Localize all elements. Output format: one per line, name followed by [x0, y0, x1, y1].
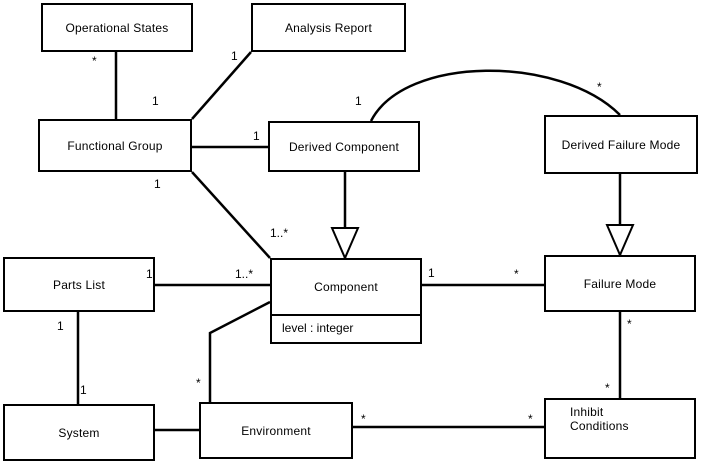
class-box-operational-states[interactable]: Operational States — [41, 3, 193, 52]
class-box-analysis-report[interactable]: Analysis Report — [251, 3, 406, 52]
class-name-analysis-report: Analysis Report — [284, 20, 373, 35]
class-box-functional-group[interactable]: Functional Group — [38, 119, 192, 172]
class-name-derived-failure-mode: Derived Failure Mode — [561, 137, 681, 152]
multiplicity-m-partslist-comp-r: 1..* — [235, 267, 254, 281]
multiplicity-m-comp-fm-left: 1 — [428, 266, 435, 280]
generalization-triangle-derived-failure-mode--failure-mode — [605, 224, 635, 258]
multiplicity-m-report-fg-top: 1 — [231, 49, 238, 63]
multiplicity-m-env-ic-left: * — [361, 412, 366, 426]
multiplicity-m-report-fg-bottom: 1 — [152, 94, 159, 108]
edge-derived-component--derived-failure-mode — [369, 69, 621, 122]
class-name-component: Component — [314, 280, 378, 294]
edge-functional-group--component — [191, 171, 271, 259]
edge-component--environment — [208, 300, 271, 402]
class-box-derived-component[interactable]: Derived Component — [268, 121, 420, 172]
class-box-system[interactable]: System — [3, 404, 155, 461]
multiplicity-m-fm-ic-bottom: * — [605, 381, 610, 395]
multiplicity-m-partslist-comp-l: 1 — [146, 267, 153, 281]
multiplicity-m-partslist-sys-top: 1 — [57, 319, 64, 333]
class-name-derived-component: Derived Component — [288, 139, 400, 154]
multiplicity-m-comp-fm-right: * — [514, 267, 519, 281]
class-box-environment[interactable]: Environment — [199, 402, 353, 459]
multiplicity-m-fg-comp-top: 1 — [154, 177, 161, 191]
multiplicity-m-dfm-curve-right: * — [597, 80, 602, 94]
class-name-parts-list: Parts List — [52, 277, 105, 292]
class-name-operational-states: Operational States — [65, 20, 169, 35]
class-box-component[interactable]: Component level : integer — [270, 258, 422, 344]
class-box-derived-failure-mode[interactable]: Derived Failure Mode — [544, 115, 698, 174]
class-box-inhibit-conditions[interactable]: Inhibit Conditions — [544, 398, 696, 459]
multiplicity-m-dc-curve-left: 1 — [355, 94, 362, 108]
class-box-parts-list[interactable]: Parts List — [3, 257, 155, 312]
class-box-failure-mode[interactable]: Failure Mode — [544, 255, 696, 312]
multiplicity-m-fg-comp-bottom: 1..* — [270, 226, 289, 240]
edge-analysis-report--functional-group — [191, 51, 252, 120]
multiplicity-m-env-ic-right: * — [528, 412, 533, 426]
multiplicity-m-comp-env: * — [196, 376, 201, 390]
multiplicity-m-fg-dc: 1 — [253, 129, 260, 143]
multiplicity-m-fm-ic-top: * — [627, 317, 632, 331]
class-name-environment: Environment — [241, 423, 311, 438]
class-name-inhibit-conditions: Inhibit Conditions — [570, 405, 629, 433]
class-attribute-component: level : integer — [272, 314, 420, 342]
class-name-system: System — [58, 425, 100, 440]
generalization-triangle-derived-component--component — [330, 227, 360, 261]
class-name-functional-group: Functional Group — [67, 138, 163, 153]
multiplicity-m-opstates-fg: * — [92, 54, 97, 68]
multiplicity-m-partslist-sys-bot: 1 — [80, 383, 87, 397]
class-name-failure-mode: Failure Mode — [583, 276, 657, 291]
